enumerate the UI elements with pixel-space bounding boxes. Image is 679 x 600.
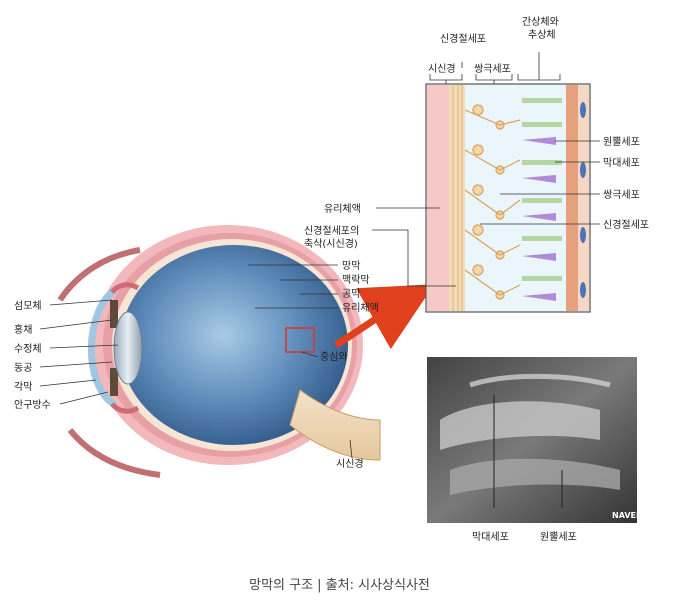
label-aqueous-humor: 안구방수 [14,399,51,411]
retina-left-labels: 유리체액 신경절세포의 축삭(시신경) [304,203,456,287]
retina-top-brackets [429,52,561,84]
label-pupil: 동공 [14,362,32,374]
label-fovea: 중심와 [320,351,348,363]
label-iris: 홍채 [14,323,32,336]
retina-cell-network [464,104,521,300]
lens-shape [113,311,143,385]
retina-top-labels: 시신경 신경절세포 쌍극세포 간상체와 추상체 [428,16,559,75]
eye-left-labels: 섬모체 홍채 수정체 동공 각막 안구방수 [14,299,119,411]
label-cornea: 각막 [14,381,32,393]
retina-vitreous-layer [427,85,449,311]
upper-eyelid [57,247,141,302]
retina-photoreceptors [522,98,562,301]
label-lens: 수정체 [14,343,42,355]
cornea-shape [87,287,118,408]
label-top-bipolar: 쌍극세포 [474,63,511,75]
label-top-rods-cones-1: 간상체와 [522,16,559,28]
iris-shape [110,300,118,328]
label-cone-cells: 원뿔세포 [603,136,640,148]
label-ciliary-body: 섬모체 [14,300,42,312]
eye-cross-section [57,225,381,478]
vitreous-body [120,245,348,445]
label-ganglion-cells: 신경절세포 [603,218,649,231]
label-top-ganglion: 신경절세포 [440,32,486,45]
figure-caption: 망막의 구조 | 출처: 시사상식사전 [249,578,430,593]
label-bipolar-cells: 쌍극세포 [603,189,640,201]
micrograph-watermark: NAVER [612,511,642,520]
label-rod-cells: 막대세포 [603,157,640,169]
retina-pigment-layer [566,85,578,311]
optic-nerve-shape [289,389,381,461]
label-axon-2: 축삭(시신경) [304,237,358,250]
retina-detail-panel [425,83,591,313]
fovea-highlight-box [285,327,315,353]
label-vitreous: 유리체액 [342,302,379,314]
retina-right-labels: 원뿔세포 막대세포 쌍극세포 신경절세포 [480,136,649,231]
label-optic-nerve: 시신경 [336,457,364,470]
label-micrograph-cone: 원뿔세포 [540,531,577,543]
micrograph-labels: 막대세포 원뿔세포 [472,531,577,543]
label-retina: 망막 [342,260,360,272]
label-axon-1: 신경절세포의 [304,224,359,237]
iris-shape-lower [110,368,118,396]
photoreceptor-micrograph: NAVER [427,357,642,523]
retina-nerve-fiber-layer [449,85,465,311]
label-top-optic-nerve: 시신경 [428,62,456,75]
label-retina-vitreous: 유리체액 [324,203,361,215]
lower-eyelid [67,428,161,478]
label-micrograph-rod: 막대세포 [472,531,509,543]
retina-choroid-layer [578,85,589,311]
zoom-arrow [334,284,435,350]
eye-right-labels: 망막 맥락막 공막 유리체액 중심와 시신경 [248,260,379,470]
ciliary-body-shape-lower [110,402,140,414]
label-choroid: 맥락막 [342,274,370,286]
label-sclera: 공막 [342,288,360,300]
label-top-rods-cones-2: 추상체 [528,29,556,41]
ciliary-body-shape [110,282,140,294]
